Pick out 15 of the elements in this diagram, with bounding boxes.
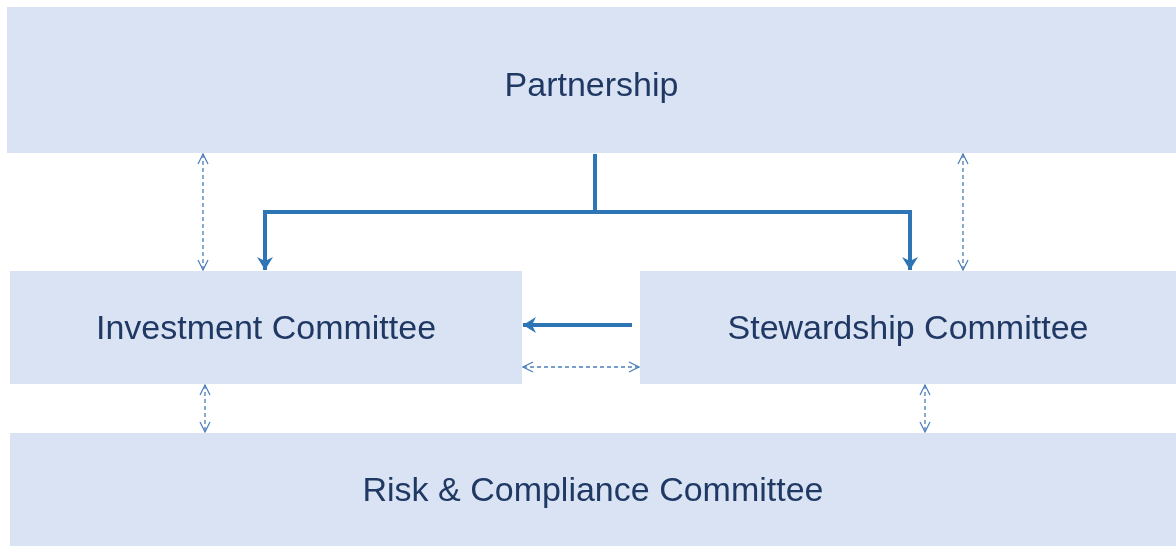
box-label: Investment Committee [95, 307, 437, 349]
committee-box [10, 433, 1176, 546]
box-label: Risk & Compliance Committee [362, 469, 824, 511]
arrow [523, 317, 632, 333]
committee-box [10, 271, 522, 384]
arrow [197, 153, 209, 271]
arrow [957, 153, 969, 271]
committee-box [7, 7, 1176, 153]
arrow [199, 384, 211, 433]
arrow [919, 384, 931, 433]
arrow [593, 154, 918, 270]
box-label: Partnership [504, 64, 679, 105]
committee-box [640, 271, 1176, 384]
arrow [522, 361, 640, 373]
box-label: Stewardship Committee [727, 307, 1089, 349]
